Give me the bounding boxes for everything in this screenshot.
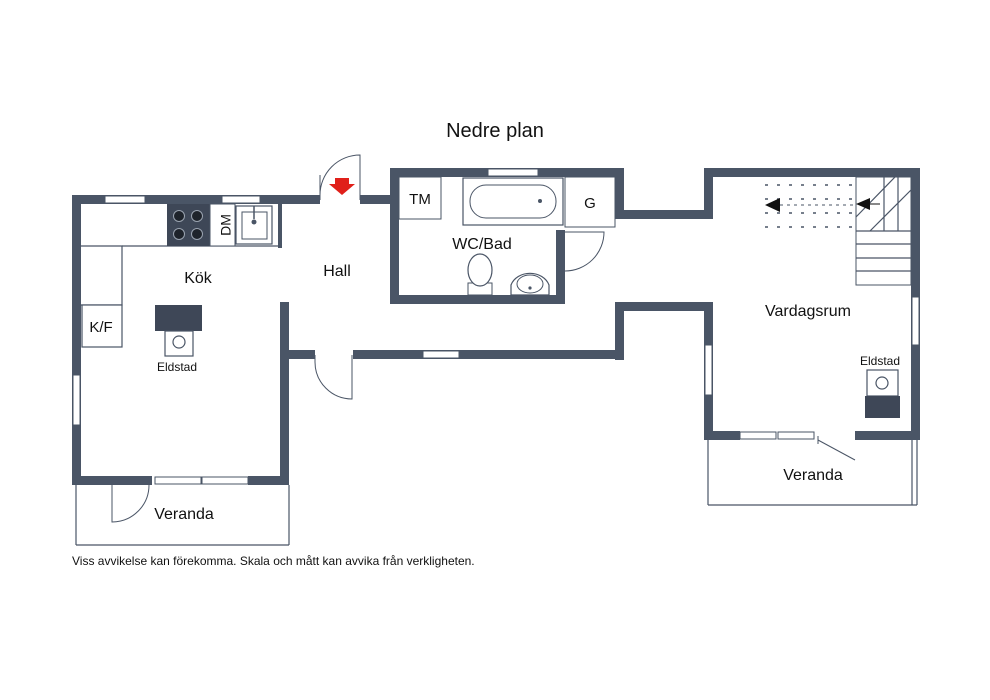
fireplace-icon	[155, 305, 202, 357]
tm-cabinet	[398, 176, 442, 220]
toilet-icon	[467, 253, 493, 296]
fireplace-icon	[865, 369, 900, 418]
stairs-dashed	[765, 184, 856, 228]
windows	[72, 168, 920, 485]
room-label-veranda-right: Veranda	[783, 467, 843, 484]
label-tm: TM	[409, 191, 431, 208]
stove-icon	[167, 204, 210, 246]
disclaimer-text: Viss avvikelse kan förekomma. Skala och …	[72, 554, 475, 568]
veranda-outlines	[75, 440, 918, 546]
label-g: G	[584, 195, 596, 212]
kitchen-counter	[81, 245, 278, 348]
plan-title: Nedre plan	[446, 120, 544, 142]
washbasin-icon	[510, 272, 550, 296]
stairs-icon	[855, 176, 912, 286]
dishwasher	[209, 203, 236, 247]
label-kf: K/F	[89, 319, 112, 336]
label-eldstad-right: Eldstad	[860, 354, 900, 368]
room-label-kok: Kök	[184, 270, 213, 287]
g-cabinet	[564, 176, 616, 228]
label-dm: DM	[218, 214, 234, 236]
entrance-arrow-icon	[329, 178, 355, 195]
sink-icon	[235, 205, 273, 245]
doors	[111, 154, 856, 523]
label-eldstad-left: Eldstad	[157, 360, 197, 374]
room-label-veranda-left: Veranda	[154, 506, 214, 523]
room-label-vardagsrum: Vardagsrum	[765, 303, 851, 320]
room-label-wc-bad: WC/Bad	[452, 236, 512, 253]
bathtub-icon	[462, 177, 564, 226]
room-label-hall: Hall	[323, 263, 351, 280]
